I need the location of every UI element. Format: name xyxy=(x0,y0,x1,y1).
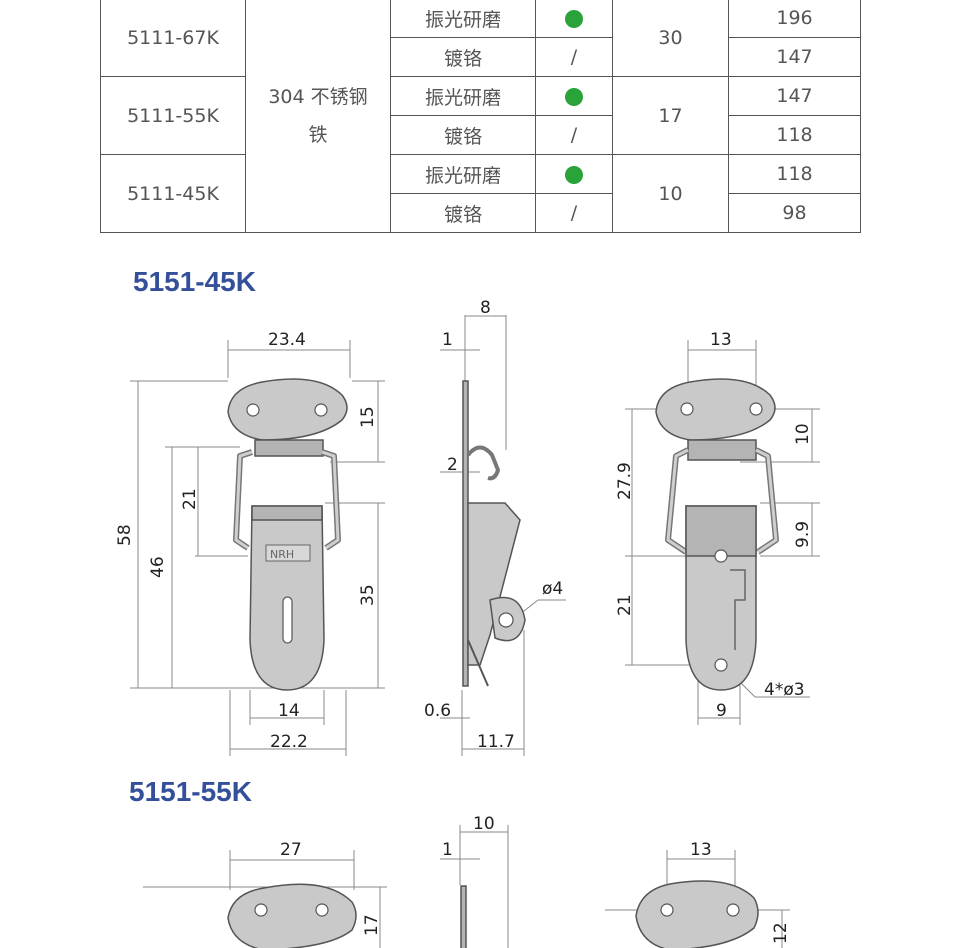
availability-cell: / xyxy=(535,193,613,233)
side-view-2: 10 1 xyxy=(440,814,509,948)
material-line2: 铁 xyxy=(308,123,328,146)
padlock-slot xyxy=(282,596,293,644)
mount-hole-icon xyxy=(246,403,260,417)
dim-side-base: 0.6 xyxy=(424,701,451,721)
section-title: 5151-55K xyxy=(129,776,252,807)
dim-side-hole: ø4 xyxy=(542,579,563,599)
load-cell: 10 xyxy=(612,154,729,233)
model-cell: 5111-55K xyxy=(100,76,246,155)
available-dot-icon xyxy=(565,165,583,184)
back-hasp-hinge xyxy=(685,505,757,557)
dim-side-gap: 2 xyxy=(447,455,458,475)
model-cell: 5111-67K xyxy=(100,0,246,77)
eye-hole-icon xyxy=(498,612,514,628)
dim-side-thickness: 1 xyxy=(442,330,453,350)
dim-back-mid: 9.9 xyxy=(793,521,813,548)
finish-cell: 振光研磨 xyxy=(390,154,536,194)
mount-hole-icon xyxy=(314,403,328,417)
base-plate-profile xyxy=(460,885,467,948)
front-view-2: 27 17 xyxy=(143,840,387,948)
load-cell: 17 xyxy=(612,76,729,155)
mount-hole-icon xyxy=(660,903,674,917)
material-line1: 304 不锈钢 xyxy=(268,85,368,108)
finish-cell: 振光研磨 xyxy=(390,76,536,116)
table-row: 5111-45K 振光研磨 10 118 xyxy=(100,154,861,233)
dim-side-top: 8 xyxy=(480,298,491,318)
table-row: 5111-55K 振光研磨 17 147 xyxy=(100,76,861,155)
dim-top-width: 23.4 xyxy=(268,330,306,350)
value-cell: 147 xyxy=(728,76,861,116)
dim-back-top: 13 xyxy=(690,840,712,860)
value-cell: 118 xyxy=(728,115,861,155)
available-dot-icon xyxy=(565,87,583,106)
front-view: 23.4 15 58 46 21 35 14 22.2 xyxy=(115,330,385,756)
mount-hole-icon xyxy=(254,903,268,917)
model-cell: 5111-45K xyxy=(100,154,246,233)
table-row: 镀铬 / 118 xyxy=(101,115,861,155)
dim-side-thickness: 1 xyxy=(442,840,453,860)
top-plate xyxy=(227,378,348,441)
rivet-hole-icon xyxy=(714,549,728,563)
back-plate xyxy=(635,880,759,948)
finish-cell: 镀铬 xyxy=(390,193,536,233)
mount-hole-icon xyxy=(726,903,740,917)
section-title: 5151-45K xyxy=(133,266,256,297)
dim-back-span: 27.9 xyxy=(615,462,635,500)
finish-cell: 镀铬 xyxy=(390,37,536,77)
hasp-profile xyxy=(467,502,521,666)
dim-slot-width: 14 xyxy=(278,701,300,721)
finish-cell: 镀铬 xyxy=(390,115,536,155)
availability-cell: / xyxy=(535,37,613,77)
mount-hole-icon xyxy=(315,903,329,917)
dim-back-top: 13 xyxy=(710,330,732,350)
side-view: 8 1 2 11.7 0.6 ø4 xyxy=(424,298,566,756)
mount-hole-icon xyxy=(680,402,694,416)
dim-loop-height: 21 xyxy=(180,488,200,510)
dim-back-upper: 12 xyxy=(771,922,791,944)
table-row: 镀铬 / 98 xyxy=(101,193,861,233)
dim-back-holes: 4*ø3 xyxy=(764,680,805,700)
table-row: 5111-67K 304 不锈钢 铁 振光研磨 30 196 xyxy=(100,0,861,233)
available-dot-icon xyxy=(565,9,583,28)
table-row: 镀铬 / 147 xyxy=(101,37,861,77)
spec-table: 5111-67K 304 不锈钢 铁 振光研磨 30 196 镀铬 / 147 … xyxy=(100,0,861,233)
brand-logo: NRH xyxy=(270,548,294,561)
back-plate xyxy=(655,378,776,441)
dim-hasp-height: 35 xyxy=(358,584,378,606)
dim-top-width: 27 xyxy=(280,840,302,860)
value-cell: 98 xyxy=(728,193,861,233)
value-cell: 147 xyxy=(728,37,861,77)
value-cell: 118 xyxy=(728,154,861,194)
dim-back-lower: 21 xyxy=(615,594,635,616)
mount-hole-icon xyxy=(749,402,763,416)
dim-back-upper: 10 xyxy=(793,423,813,445)
dim-plate-height: 15 xyxy=(358,406,378,428)
dim-bottom-width: 22.2 xyxy=(270,732,308,752)
dim-plate-height: 17 xyxy=(362,914,382,936)
dim-back-bottom: 9 xyxy=(716,701,727,721)
material-cell: 304 不锈钢 铁 xyxy=(245,0,391,233)
top-plate xyxy=(227,883,357,948)
availability-cell: / xyxy=(535,115,613,155)
dim-side-depth: 11.7 xyxy=(477,732,515,752)
dim-total-height: 58 xyxy=(115,524,135,546)
availability-cell xyxy=(535,0,613,38)
dim-body-height: 46 xyxy=(148,556,168,578)
back-view-2: 13 12 xyxy=(605,840,791,948)
rivet-hole-icon xyxy=(714,658,728,672)
hasp-hinge xyxy=(251,505,323,521)
hinge-knuckle xyxy=(254,439,324,457)
back-view: 13 10 9.9 27.9 21 9 4*ø3 xyxy=(615,330,820,725)
dim-side-top: 10 xyxy=(473,814,495,834)
